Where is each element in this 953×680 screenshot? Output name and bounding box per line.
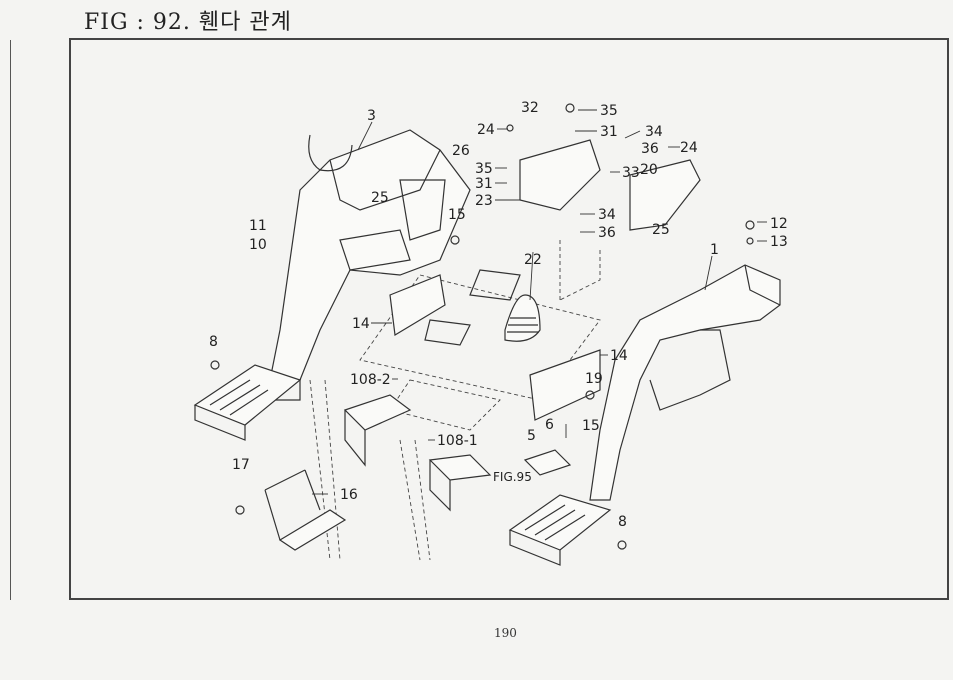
right-step-plate: [508, 494, 612, 566]
cover-plates: [389, 274, 601, 421]
floor-deck: [359, 269, 601, 431]
callout-11: 11: [249, 218, 267, 234]
callout-10: 10: [249, 237, 267, 253]
diagram-frame: [69, 38, 949, 600]
upper-covers: [519, 139, 701, 231]
callout-fig95: FIG.95: [493, 470, 532, 484]
callout-16: 16: [340, 487, 358, 503]
callout-26: 26: [452, 143, 470, 159]
callout-20: 20: [640, 162, 658, 178]
assembly-line: [559, 240, 601, 301]
bolts: [210, 103, 755, 550]
callout-12: 12: [770, 216, 788, 232]
callout-14-left: 14: [352, 316, 370, 332]
callout-13: 13: [770, 234, 788, 250]
callout-25-left: 25: [371, 190, 389, 206]
callout-36-bottom: 36: [598, 225, 616, 241]
left-step-plate: [193, 364, 302, 441]
callout-15-left: 15: [448, 207, 466, 223]
leader-lines: [312, 109, 767, 495]
callout-15-right: 15: [582, 418, 600, 434]
callout-33: 33: [622, 165, 640, 181]
callout-14-right: 14: [610, 348, 628, 364]
callout-35-left: 35: [475, 161, 493, 177]
left-fender-assembly: [269, 129, 471, 401]
callout-1: 1: [710, 242, 719, 258]
shift-boot: [504, 294, 541, 342]
lid-plate: [523, 449, 572, 476]
callout-31-right: 31: [600, 124, 618, 140]
page-margin-rule: [10, 40, 11, 600]
callout-108-2: 108-2: [350, 372, 391, 388]
callout-34-top: 34: [645, 124, 663, 140]
callout-34-bottom: 34: [598, 207, 616, 223]
callout-24-left: 24: [477, 122, 495, 138]
callout-35-top: 35: [600, 103, 618, 119]
callout-3: 3: [367, 108, 376, 124]
callout-17: 17: [232, 457, 250, 473]
callout-5: 5: [527, 428, 536, 444]
callout-8-right: 8: [618, 514, 627, 530]
step-bracket: [264, 469, 347, 551]
callout-31-left: 31: [475, 176, 493, 192]
callout-19: 19: [585, 371, 603, 387]
callout-36-top: 36: [641, 141, 659, 157]
callout-8-left: 8: [209, 334, 218, 350]
callout-labels: 3 1 5 6 8 8 10 11 12 13 14 14 15 15 16 1…: [209, 100, 788, 530]
callout-25-right: 25: [652, 222, 670, 238]
page-number: 190: [494, 626, 517, 640]
callout-6: 6: [545, 417, 554, 433]
callout-24-right: 24: [680, 140, 698, 156]
callout-23: 23: [475, 193, 493, 209]
callout-22: 22: [524, 252, 542, 268]
right-fender-assembly: [589, 264, 781, 501]
support-brackets: [309, 379, 492, 561]
page-title: FIG : 92. 휀다 관계: [84, 10, 292, 35]
callout-32: 32: [521, 100, 539, 116]
callout-108-1: 108-1: [437, 433, 478, 449]
